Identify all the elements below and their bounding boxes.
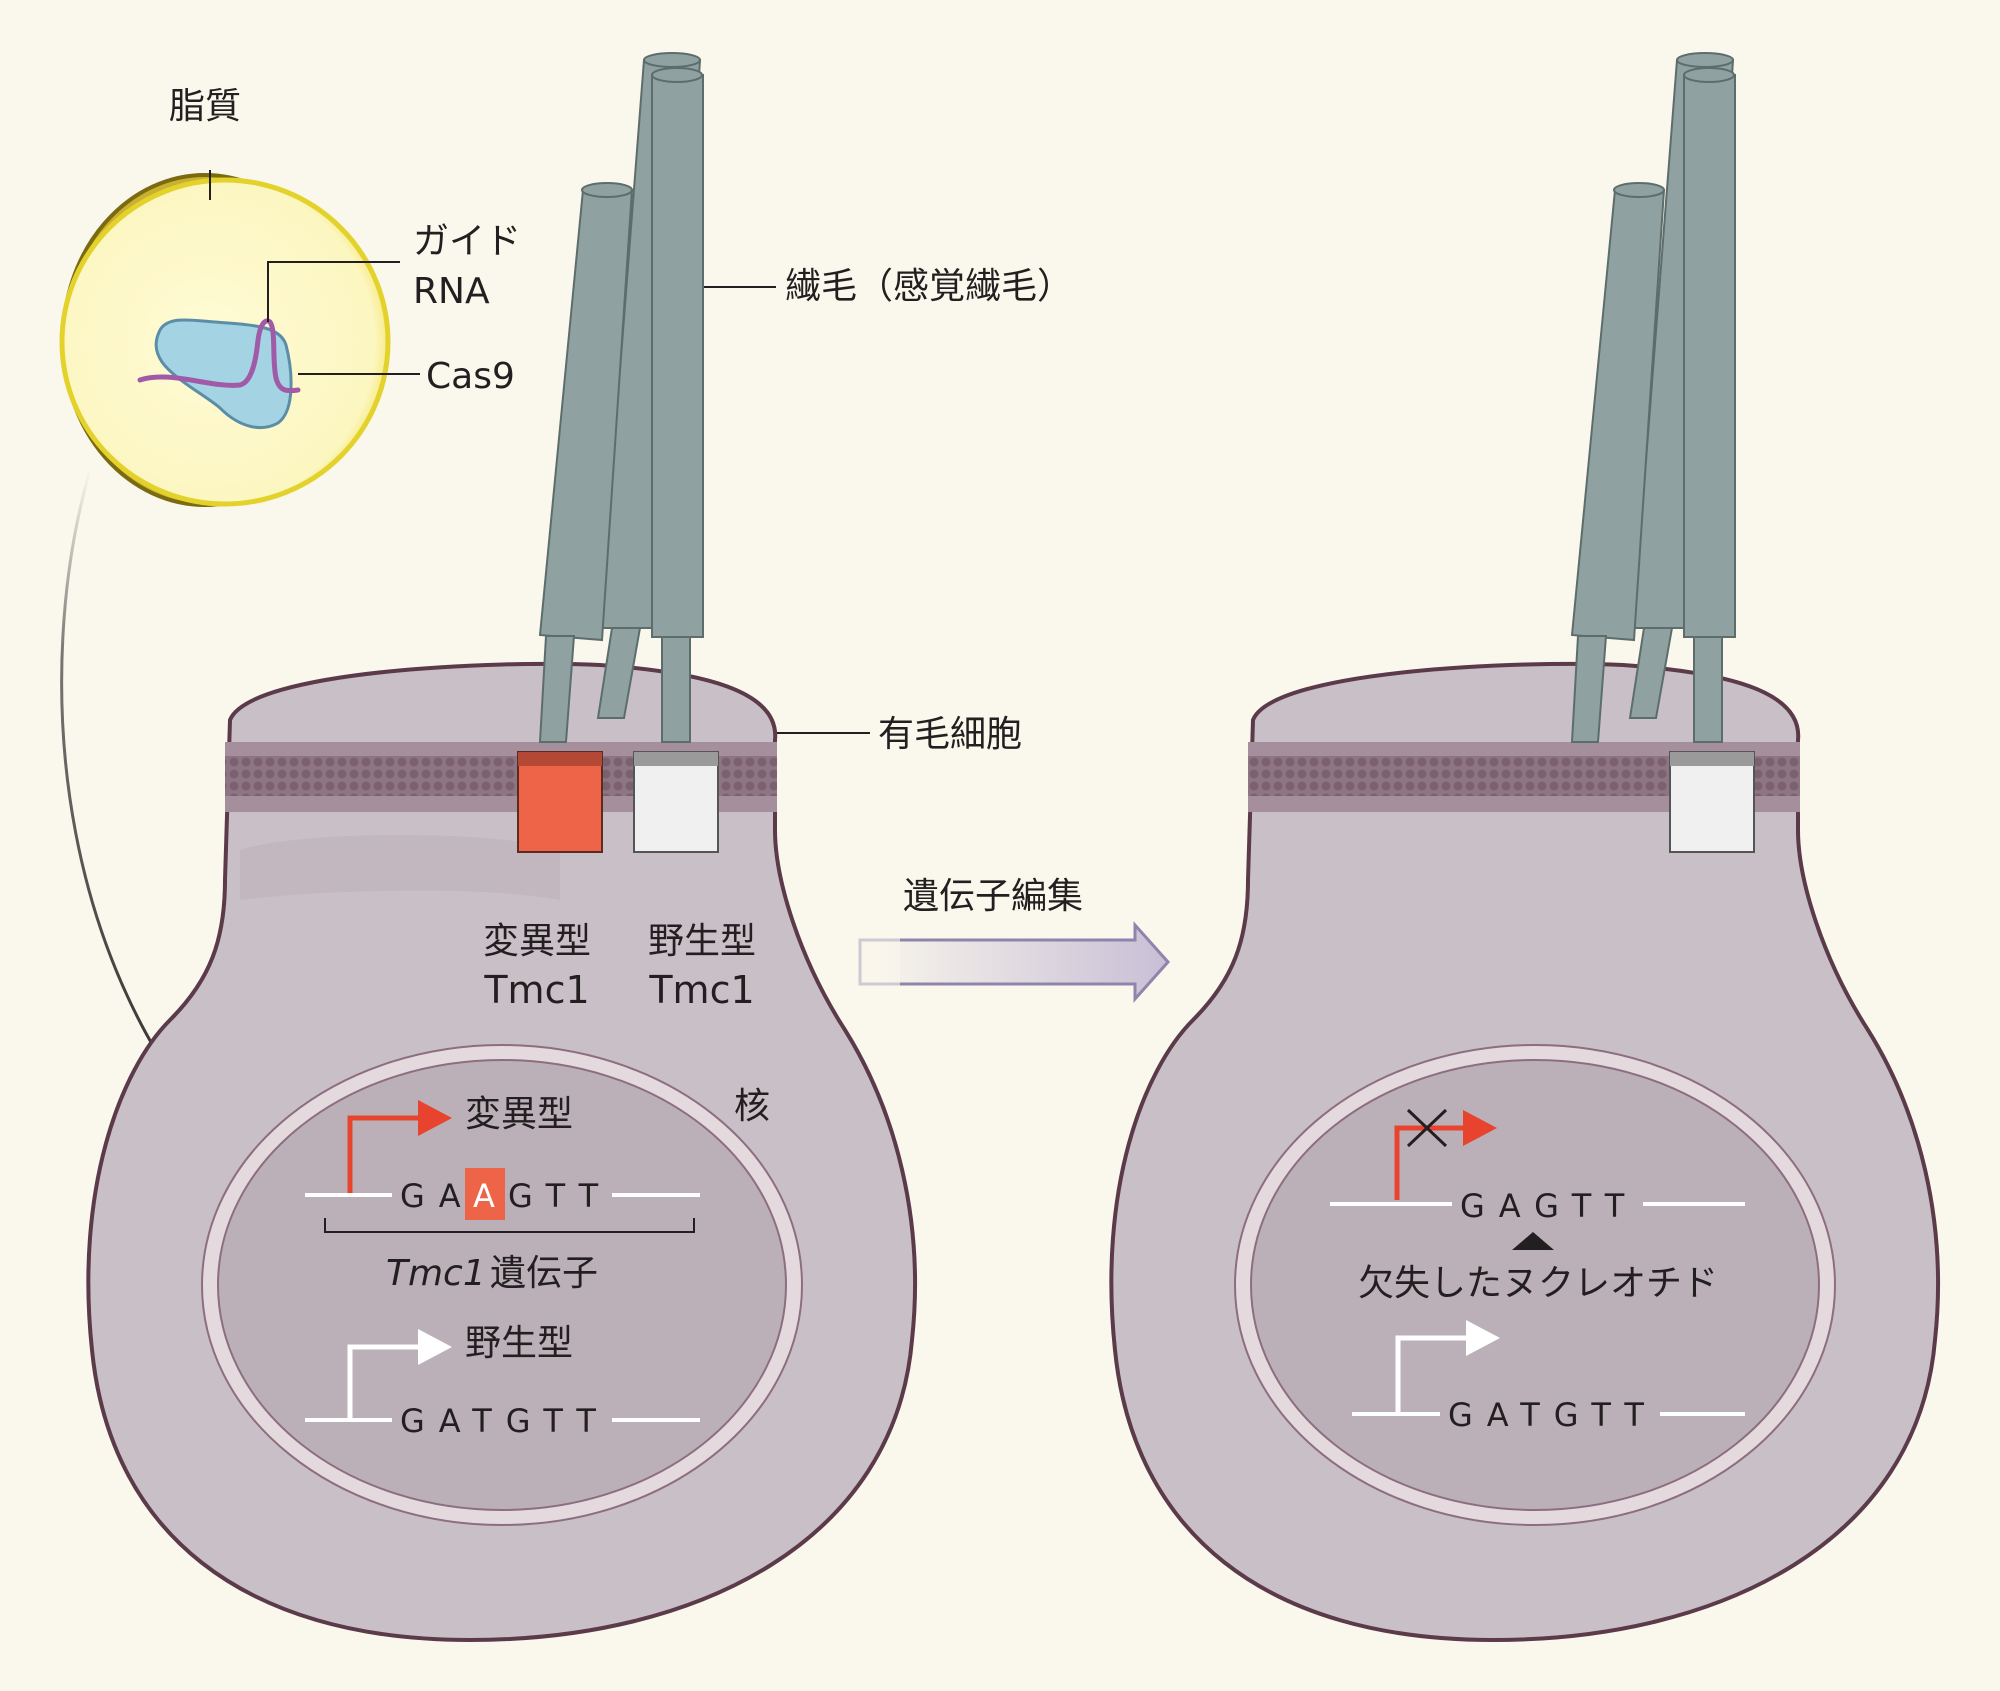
- wildtype-gene-label-left: 野生型: [465, 1323, 573, 1364]
- mutant-tmc1-label-line1: 変異型: [483, 921, 591, 962]
- right-cilia: [1570, 52, 1736, 642]
- mutant-seq-highlight: A: [473, 1177, 509, 1215]
- cas9-label: Cas9: [426, 356, 515, 397]
- wildtype-promoter-arrow-right: [1395, 1335, 1478, 1414]
- mutant-gene-label: 変異型: [465, 1094, 573, 1135]
- wildtype-tmc1-label-line2: Tmc1: [648, 968, 754, 1012]
- hair-cell-label: 有毛細胞: [878, 714, 1022, 755]
- text-labels: 脂質 ガイド RNA Cas9 繊毛（感覚繊毛） 有毛細胞 変異型 Tmc1 野…: [169, 86, 1718, 1440]
- nucleus-label: 核: [734, 1086, 770, 1127]
- wildtype-tmc1-label-line1: 野生型: [648, 921, 756, 962]
- cilia-label: 繊毛（感覚繊毛）: [785, 266, 1073, 307]
- mutant-seq-after: GTT: [508, 1177, 612, 1215]
- mutant-seq-before: GA: [400, 1177, 475, 1215]
- guide-rna-label-line1: ガイド: [413, 221, 521, 262]
- gene-name-rest: 遺伝子: [490, 1253, 598, 1294]
- gene-bracket: [324, 1218, 695, 1233]
- lipid-nanoparticle: [59, 173, 391, 507]
- wildtype-tmc1-channel-left: [633, 751, 719, 853]
- wildtype-promoter-arrow-left: [347, 1344, 430, 1420]
- mutant-tmc1-label-line2: Tmc1: [483, 968, 589, 1012]
- left-hair-cell: [86, 52, 918, 1643]
- deletion-marker-icon: [1512, 1232, 1554, 1250]
- left-nucleus-genes: [305, 1100, 700, 1422]
- blocked-x-icon: [1406, 1108, 1448, 1148]
- wildtype-seq-left: GATGTT: [400, 1402, 610, 1440]
- right-hair-cell: [1109, 52, 1941, 1643]
- wildtype-tmc1-channel-right: [1669, 751, 1755, 853]
- mutant-tmc1-channel: [517, 751, 603, 853]
- gene-editing-label: 遺伝子編集: [903, 876, 1083, 917]
- guide-rna-strand: [137, 318, 301, 394]
- deletion-label: 欠失したヌクレオチド: [1358, 1263, 1718, 1304]
- gene-name-italic: Tmc1: [386, 1253, 486, 1294]
- mutation-highlight: [465, 1168, 505, 1220]
- mutant-promoter-arrow: [347, 1115, 430, 1195]
- lipid-label: 脂質: [169, 86, 241, 127]
- gene-editing-arrow: [840, 921, 1171, 1003]
- edited-seq: GAGTT: [1460, 1187, 1638, 1225]
- left-cilia: [538, 52, 704, 642]
- wildtype-seq-right: GATGTT: [1448, 1396, 1658, 1434]
- right-nucleus: [1234, 1044, 1836, 1526]
- guide-rna-label-line2: RNA: [413, 271, 490, 312]
- blocked-promoter-arrow: [1394, 1125, 1475, 1200]
- right-nucleus-genes: [1330, 1108, 1745, 1416]
